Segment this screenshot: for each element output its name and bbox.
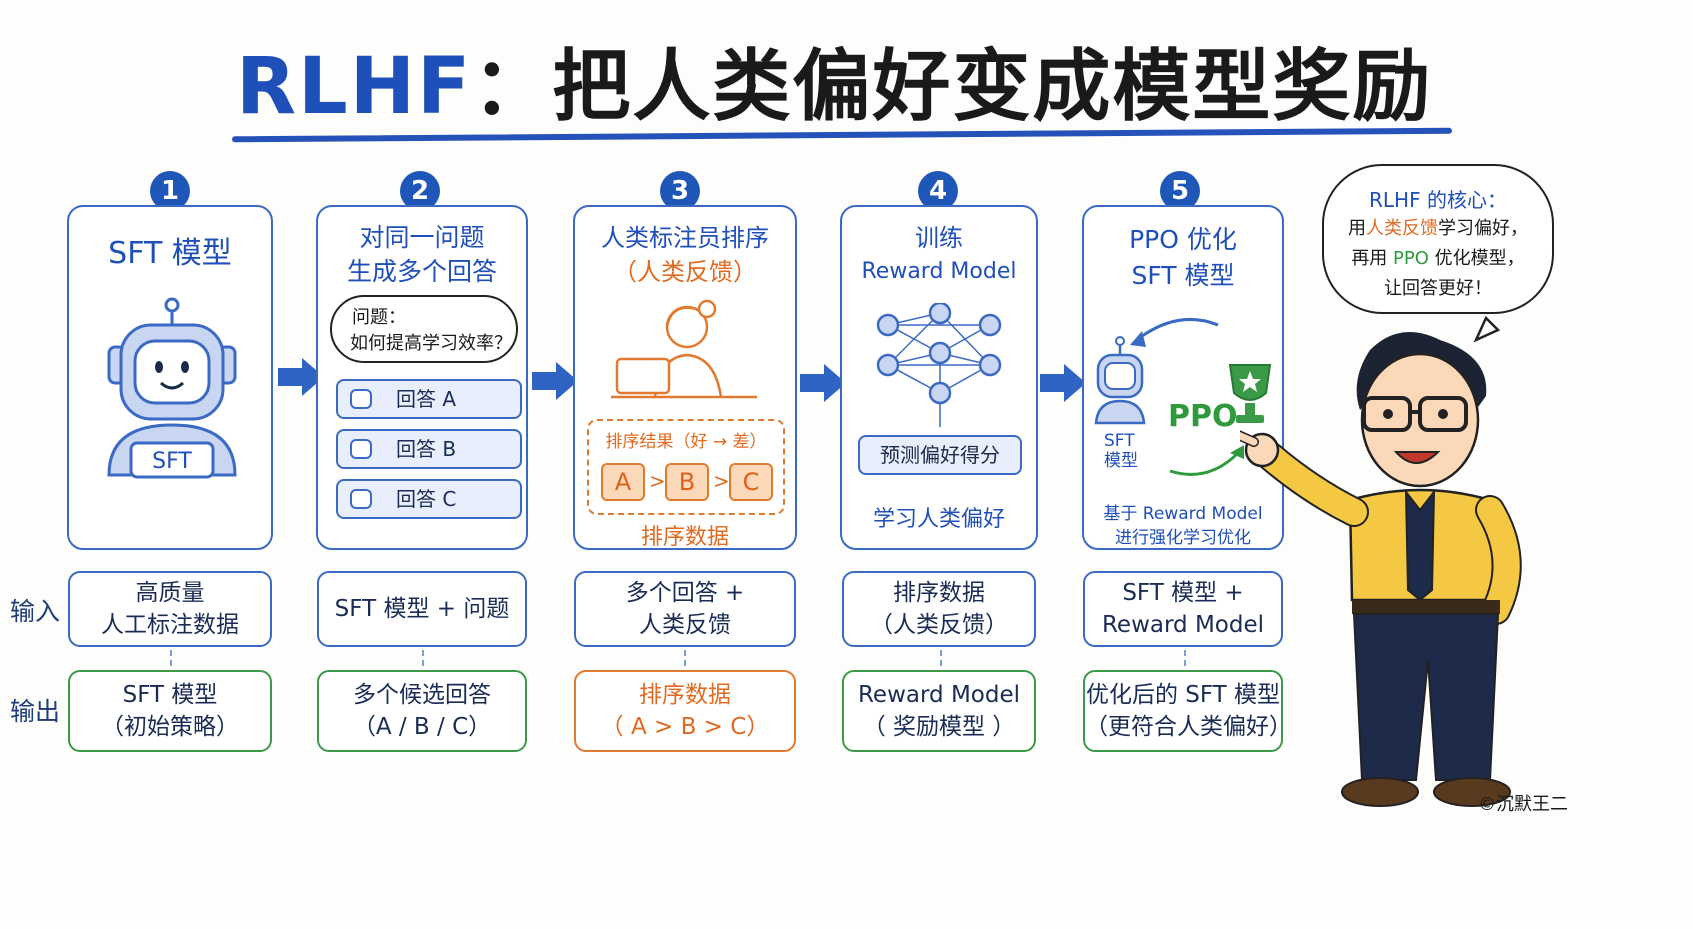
input-box-5: SFT 模型 +Reward Model [1083,571,1283,647]
step-2-card: 对同一问题 生成多个回答 问题： 如何提高学习效率？ 回答 A 回答 B 回答 … [316,205,528,550]
rank-c: C [729,463,773,501]
input-box-3: 多个回答 +人类反馈 [574,571,796,647]
step-3-title-line1: 人类标注员排序 [601,224,769,252]
title-area: RLHF：把人类偏好变成模型奖励 [0,0,1693,143]
step-5-footer-line1: 基于 Reward Model [1103,504,1263,524]
connector-2 [422,650,424,666]
ppo-loop-icon [1094,318,1272,476]
connector-5 [1184,650,1186,666]
speech-line-3: 再用 PPO 优化模型， [1351,248,1525,269]
input-row-label: 输入 [10,597,61,626]
flow-arrow-4 [1040,364,1086,402]
answer-a: 回答 A [336,379,522,419]
input-box-1: 高质量人工标注数据 [68,571,272,647]
robot-icon [350,439,372,459]
connector-3 [684,650,686,666]
output-box-2: 多个候选回答（A / B / C） [317,670,527,752]
connector-1 [170,650,172,666]
step-3-number: 3 [660,171,700,211]
output-box-5: 优化后的 SFT 模型（更符合人类偏好） [1083,670,1292,752]
robot-badge: SFT [152,449,192,474]
output-box-1: SFT 模型（初始策略） [68,670,272,752]
credit: ©沉默王二 [1478,794,1568,815]
question-label: 问题： [352,307,406,328]
step-5-number: 5 [1160,171,1200,211]
answer-c: 回答 C [336,479,522,519]
step-3-title-line2: （人类反馈） [613,258,757,286]
answer-b: 回答 B [336,429,522,469]
step-2-title-line1: 对同一问题 [359,223,485,252]
question-text: 如何提高学习效率？ [350,333,512,354]
input-box-2: SFT 模型 + 问题 [317,571,527,647]
question-bubble: 问题： 如何提高学习效率？ [330,295,518,363]
speech-bubble: RLHF 的核心： 用人类反馈学习偏好， 再用 PPO 优化模型， 让回答更好！ [1322,164,1554,314]
output-row-label: 输出 [10,697,61,726]
step-5-title-line2: SFT 模型 [1131,261,1235,290]
title-highlight: RLHF [236,42,473,132]
step-1-title: SFT 模型 [108,236,232,271]
step-2-title-line2: 生成多个回答 [346,257,497,286]
rank-gt-1: > [649,469,666,493]
input-box-4: 排序数据（人类反馈） [842,571,1036,647]
robot-icon [350,489,372,509]
robot-icon [350,389,372,409]
step-4-footer: 学习人类偏好 [872,507,1005,532]
connector-4 [940,650,942,666]
speech-line-1: RLHF 的核心： [1369,188,1507,212]
rank-a: A [601,463,645,501]
step-3-footer: 排序数据 [640,525,729,550]
flow-arrow-2 [532,362,578,400]
step-5-card: PPO 优化 SFT 模型 SFT 模型 PPO 基于 Reward Model… [1082,205,1284,550]
predict-score-box: 预测偏好得分 [858,435,1022,475]
robot-label-line1: SFT [1104,431,1135,451]
robot-label-line2: 模型 [1104,451,1138,471]
rank-b: B [665,463,709,501]
step-5-footer-line2: 进行强化学习优化 [1115,528,1251,548]
neural-network-icon [876,303,1002,427]
step-4-card: 训练 Reward Model 预测偏好得分 学习人类偏好 [840,205,1038,550]
speech-line-4: 让回答更好！ [1384,278,1492,299]
step-1-number: 1 [150,171,190,211]
step-4-number: 4 [918,171,958,211]
rank-result-box: 排序结果（好 → 差） A > B > C [587,419,785,515]
title-rest: ：把人类偏好变成模型奖励 [472,42,1433,132]
ppo-label: PPO [1168,399,1238,434]
step-5-title-line1: PPO 优化 [1129,225,1237,254]
annotator-icon [611,299,757,399]
step-4-title-line1: 训练 [915,224,963,252]
page-title: RLHF：把人类偏好变成模型奖励 [236,24,1432,136]
step-3-card: 人类标注员排序 （人类反馈） 排序结果（好 → 差） A > B > C 排序数… [573,205,797,550]
step-1-card: SFT 模型 SFT [67,205,273,550]
output-box-4: Reward Model（ 奖励模型 ） [842,670,1036,752]
rank-title: 排序结果（好 → 差） [605,432,767,452]
step-2-number: 2 [400,171,440,211]
speech-line-2: 用人类反馈学习偏好， [1348,218,1528,239]
rank-gt-2: > [713,469,730,493]
robot-icon [107,297,237,479]
teacher-illustration [1240,315,1522,807]
step-4-title-line2: Reward Model [861,259,1017,284]
output-box-3: 排序数据（ A > B > C） [574,670,796,752]
